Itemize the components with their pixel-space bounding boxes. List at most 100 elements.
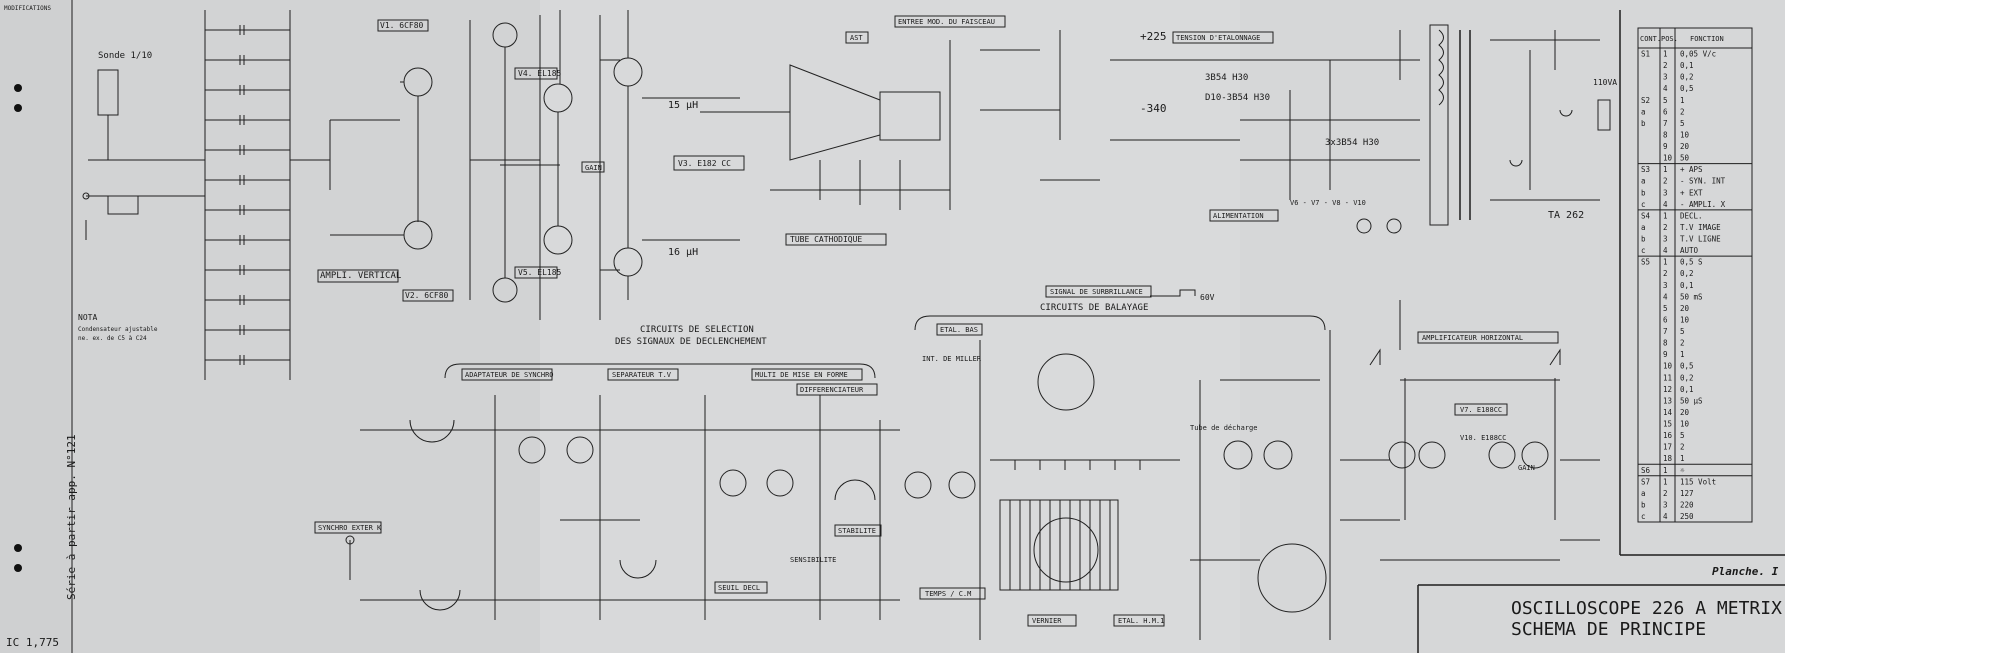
crt-section: TUBE CATHODIQUE ENTREE MOD. DU FAISCEAU … (700, 15, 1100, 246)
table-cell-fonction: 10 (1680, 420, 1690, 429)
table-cell-pos: 14 (1663, 408, 1673, 417)
table-cell-pos: 1 (1663, 466, 1668, 475)
table-cell-fonction: T.V IMAGE (1680, 223, 1721, 232)
title-line-1: OSCILLOSCOPE 226 A METRIX (1511, 598, 1782, 619)
gain-horiz-label: GAIN (1518, 464, 1535, 472)
table-cell-fonction: 50 µS (1680, 396, 1703, 405)
input-attenuator: Sonde 1/10 NOTA Condensateur ajustable n… (78, 10, 331, 380)
document-code: IC 1,775 (6, 636, 59, 649)
schematic-sheet (0, 0, 1785, 653)
sheet-panel-power (1240, 0, 1785, 653)
title-block: Planche. I OSCILLOSCOPE 226 A METRIX SCH… (1417, 10, 1785, 653)
table-cell-pos: 4 (1663, 200, 1668, 209)
sheet-panel-crt (540, 0, 950, 653)
table-cell-pos: 12 (1663, 385, 1672, 394)
table-cell-pos: 2 (1663, 177, 1668, 186)
etal-horiz-label: ETAL. H.M.1 (1118, 617, 1164, 625)
v1-label: V1. 6CF80 (380, 21, 424, 30)
diodes-label-1: 3B54 H30 (1205, 73, 1248, 83)
table-cell-fonction: 5 (1680, 431, 1685, 440)
diodes-label-2: D10-3B54 H30 (1205, 93, 1270, 103)
table-cell-pos: 15 (1663, 420, 1672, 429)
table-cell-pos: 10 (1663, 362, 1673, 371)
table-cell-pos: 1 (1663, 211, 1668, 220)
sheet-panel-sweep (950, 0, 1240, 653)
table-cell-pos: 16 (1663, 431, 1673, 440)
val-110-label: 110VA (1593, 78, 1617, 87)
table-cell-pos: 3 (1663, 281, 1668, 290)
vtubes-label: V6 - V7 - V8 - V10 (1290, 199, 1366, 207)
table-cell-pos: 1 (1663, 50, 1668, 59)
table-cell-fonction: + EXT (1680, 188, 1703, 197)
v7-label: V7. E188CC (1460, 406, 1502, 414)
table-cell-cont: c (1641, 200, 1646, 209)
horizontal-amplifier: AMPLIFICATEUR HORIZONTAL V7. E188CC V10.… (1340, 300, 1600, 561)
table-cell-fonction: 1 (1680, 96, 1685, 105)
planche-label: Planche. I (1712, 565, 1779, 578)
table-cell-pos: 1 (1663, 477, 1668, 486)
crt-label: TUBE CATHODIQUE (790, 235, 862, 244)
val-225-label: +225 (1140, 30, 1167, 43)
inductor-15uh: 15 µH (668, 100, 698, 111)
table-cell-fonction: 1 (1680, 454, 1685, 463)
sweep-circuits: SIGNAL DE SURBRILLANCE 60V CIRCUITS DE B… (904, 285, 1400, 640)
table-cell-fonction: 20 (1680, 408, 1690, 417)
table-cell-pos: 11 (1663, 373, 1672, 382)
gain-label: GAIN (585, 164, 602, 172)
circuits-selection-title-1: CIRCUITS DE SELECTION (640, 325, 754, 335)
table-cell-pos: 3 (1663, 500, 1668, 509)
table-cell-pos: 9 (1663, 142, 1668, 151)
table-cell-cont: b (1641, 500, 1646, 509)
table-cell-fonction: 115 Volt (1680, 477, 1716, 486)
table-header-cont: CONT. (1640, 35, 1661, 43)
signal-surbrillance-label: SIGNAL DE SURBRILLANCE (1050, 288, 1143, 296)
table-cell-fonction: 0,1 (1680, 281, 1694, 290)
ampli-horizontal-label: AMPLIFICATEUR HORIZONTAL (1422, 334, 1523, 342)
table-cell-cont: a (1641, 177, 1646, 186)
table-cell-cont: S4 (1641, 211, 1651, 220)
table-cell-fonction: 50 (1680, 154, 1690, 163)
punch-hole (14, 84, 22, 92)
table-cell-pos: 17 (1663, 443, 1672, 452)
table-cell-fonction: 2 (1680, 339, 1685, 348)
table-cell-pos: 1 (1663, 165, 1668, 174)
table-cell-fonction: AUTO (1680, 246, 1699, 255)
table-cell-cont: S6 (1641, 466, 1651, 475)
table-cell-pos: 3 (1663, 235, 1668, 244)
table-cell-fonction: 0,2 (1680, 269, 1694, 278)
table-cell-pos: 10 (1663, 154, 1673, 163)
val-60v: 60V (1200, 293, 1215, 302)
table-cell-fonction: ☼ (1680, 466, 1685, 475)
int-miller-label: INT. DE MILLER (922, 355, 982, 363)
stabilite-label: STABILITE (838, 527, 876, 535)
table-cell-fonction: 1 (1680, 350, 1685, 359)
table-cell-pos: 8 (1663, 130, 1668, 139)
table-cell-fonction: - SYN. INT (1680, 177, 1726, 186)
table-cell-pos: 2 (1663, 223, 1668, 232)
differenciateur-label: DIFFERENCIATEUR (800, 386, 864, 394)
punch-hole (14, 104, 22, 112)
table-cell-fonction: 0,05 V/c (1680, 50, 1716, 59)
table-cell-cont: a (1641, 223, 1646, 232)
vernier-label: VERNIER (1032, 617, 1062, 625)
punch-hole (14, 544, 22, 552)
table-cell-cont: c (1641, 512, 1646, 521)
entree-mod-label: ENTREE MOD. DU FAISCEAU (898, 18, 995, 26)
nota-text-2: ne. ex. de C5 à C24 (78, 335, 147, 342)
table-cell-cont: S2 (1641, 96, 1650, 105)
table-cell-fonction: 5 (1680, 327, 1685, 336)
modifications-label: MODIFICATIONS (4, 5, 51, 12)
table-cell-fonction: 0,2 (1680, 373, 1694, 382)
table-cell-fonction: 0,1 (1680, 385, 1694, 394)
table-cell-cont: S7 (1641, 477, 1650, 486)
v2-label: V2. 6CF80 (405, 291, 449, 300)
table-cell-fonction: 10 (1680, 315, 1690, 324)
table-cell-fonction: 250 (1680, 512, 1694, 521)
table-cell-pos: 2 (1663, 489, 1668, 498)
table-cell-cont: S1 (1641, 50, 1650, 59)
table-cell-pos: 5 (1663, 96, 1668, 105)
separateur-label: SEPARATEUR T.V (612, 371, 672, 379)
table-cell-pos: 7 (1663, 327, 1668, 336)
